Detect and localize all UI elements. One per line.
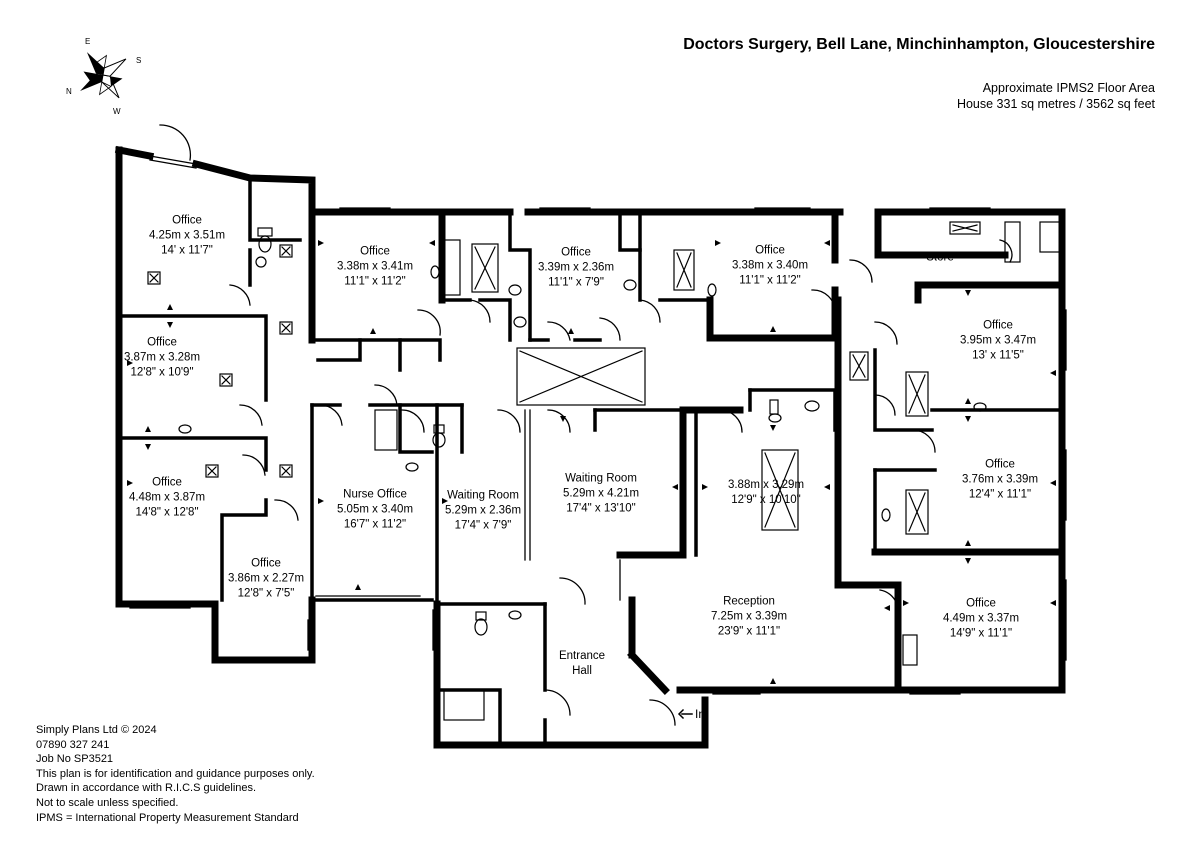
- credits-line: This plan is for identification and guid…: [36, 767, 315, 780]
- credits-line: Drawn in accordance with R.I.C.S guideli…: [36, 782, 257, 795]
- compass-n-label: N: [66, 87, 72, 96]
- doors: [159, 124, 1013, 726]
- compass-rose-icon: [80, 52, 127, 99]
- credits-line: 07890 327 241: [36, 738, 110, 751]
- floor-area-value: House 331 sq metres / 3562 sq feet: [956, 97, 1155, 111]
- room-label-store: Store: [926, 251, 954, 264]
- floor-area: Approximate IPMS2 Floor Area House 331 s…: [957, 80, 1155, 112]
- credits-block: Simply Plans Ltd © 2024 07890 327 241 Jo…: [36, 723, 315, 825]
- credits-line: IPMS = International Property Measuremen…: [36, 811, 299, 824]
- windows: [129, 155, 1067, 695]
- internal-walls: [117, 176, 1064, 747]
- floor-area-label: Approximate IPMS2 Floor Area: [982, 81, 1155, 95]
- credits-line: Simply Plans Ltd © 2024: [36, 724, 157, 736]
- compass-e-label: E: [85, 37, 90, 46]
- compass-w-label: W: [113, 107, 121, 116]
- fixtures: [147, 221, 1061, 721]
- compass-s-label: S: [136, 56, 141, 65]
- dimension-markers: [127, 240, 1056, 684]
- outer-walls: [114, 145, 1066, 749]
- credits-line: Job No SP3521: [36, 753, 114, 766]
- entrance-in-label: In: [695, 707, 706, 721]
- credits-line: Not to scale unless specified.: [36, 796, 179, 809]
- plan-title: Doctors Surgery, Bell Lane, Minchinhampt…: [683, 36, 1155, 53]
